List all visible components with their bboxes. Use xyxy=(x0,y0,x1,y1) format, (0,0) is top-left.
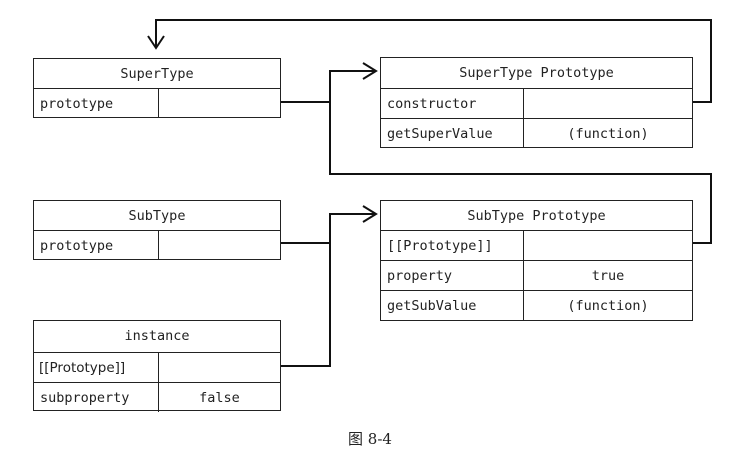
supertype-prototype-title: SuperType Prototype xyxy=(459,65,614,81)
supertype-title: SuperType xyxy=(120,66,194,82)
instance-title: instance xyxy=(124,328,190,344)
instance-subproperty-value: false xyxy=(199,389,240,406)
instance-box: instance [[Prototype]] subproperty false xyxy=(33,320,281,412)
instance-proto-key: [[Prototype]] xyxy=(39,359,126,376)
arrowhead-icon xyxy=(362,62,378,80)
arrowhead-icon xyxy=(147,35,165,50)
subtype-prototype-method-value: (function) xyxy=(567,297,649,314)
subtype-box: SubType prototype xyxy=(33,200,281,260)
supertype-prototype-constructor-key: constructor xyxy=(387,95,477,112)
supertype-prototype-method-key: getSuperValue xyxy=(387,125,493,142)
figure-caption: 图 8-4 xyxy=(348,430,392,448)
subtype-prototype-title: SubType Prototype xyxy=(467,208,606,224)
subtype-prototype-property-key: property xyxy=(387,267,453,284)
subtype-prototype-method-key: getSubValue xyxy=(387,297,477,314)
subtype-prototype-key: prototype xyxy=(40,237,114,254)
supertype-prototype-box: SuperType Prototype constructor getSuper… xyxy=(380,57,693,148)
instance-subproperty-key: subproperty xyxy=(40,389,130,406)
arrowhead-icon xyxy=(362,205,378,223)
subtype-prototype-proto-key: [[Prototype]] xyxy=(387,237,493,254)
subtype-prototype-property-value: true xyxy=(591,267,625,284)
supertype-prototype-key: prototype xyxy=(40,95,114,112)
subtype-prototype-box: SubType Prototype [[Prototype]] property… xyxy=(380,200,693,321)
subtype-title: SubType xyxy=(128,208,186,224)
supertype-box: SuperType prototype xyxy=(33,58,281,118)
supertype-prototype-method-value: (function) xyxy=(567,125,649,142)
